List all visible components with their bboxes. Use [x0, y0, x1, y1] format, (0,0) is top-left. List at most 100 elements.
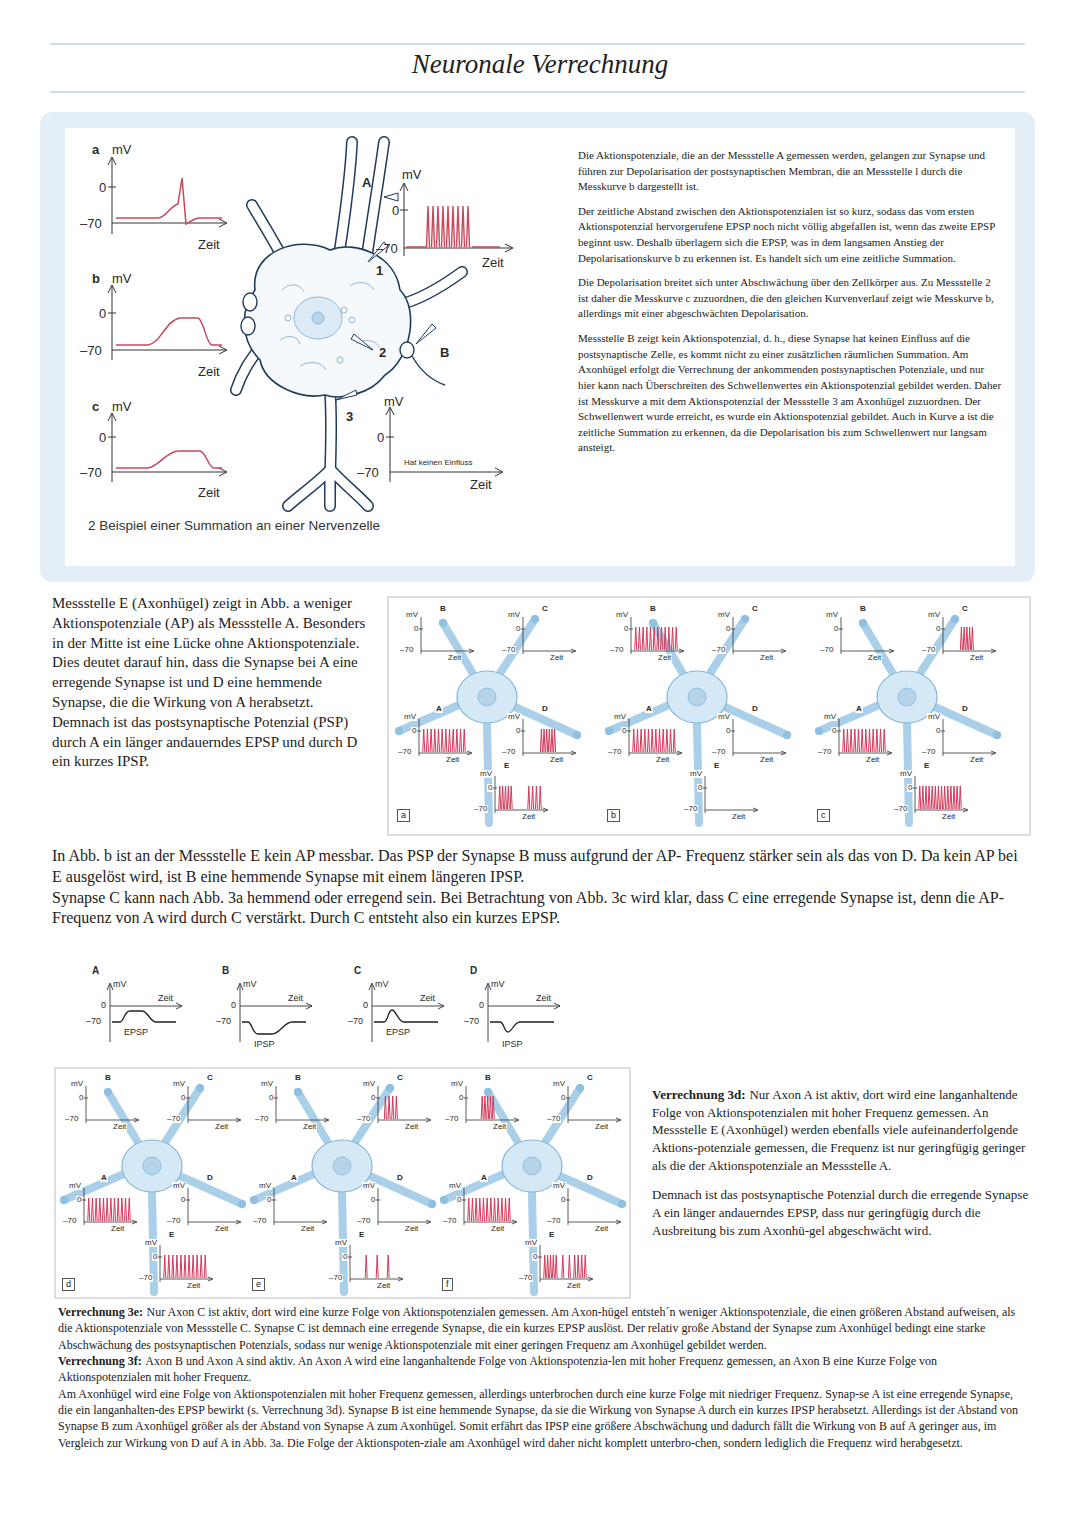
- axis-unit: mV: [375, 980, 389, 989]
- electrode-letter: B: [439, 605, 447, 613]
- axis: [376, 1086, 430, 1123]
- axis-value: 0: [621, 727, 627, 735]
- axis-arrow: [781, 649, 786, 653]
- paragraph: Verrechnung 3e:Nur Axon C ist aktiv, dor…: [58, 1304, 1026, 1353]
- neuron-outline: [236, 142, 462, 506]
- electrode-letter: C: [751, 605, 759, 613]
- paragraph-heading: Verrechnung 3f:: [58, 1354, 142, 1368]
- axis-value: 0: [515, 727, 521, 735]
- dendrite: [338, 142, 352, 262]
- axis-unit: mV: [899, 770, 913, 778]
- axis-value: –70: [442, 1217, 457, 1225]
- synapse-knob: [531, 615, 539, 623]
- axis-arrow: [616, 1118, 621, 1122]
- axis-value: –70: [893, 805, 908, 813]
- axis-value: –70: [356, 1217, 371, 1225]
- electrode-letter: C: [541, 605, 549, 613]
- axis: [566, 1086, 620, 1123]
- neurite: [819, 705, 879, 731]
- neurite: [609, 705, 669, 731]
- graph-letter: D: [470, 966, 477, 976]
- dendrite: [398, 272, 462, 305]
- axis-value: 0: [266, 1196, 272, 1204]
- axis-unit: mV: [927, 713, 941, 721]
- axis-value: –70: [64, 1115, 79, 1123]
- graph-letter: A: [92, 966, 99, 976]
- axis-value: –70: [357, 466, 379, 479]
- axis-unit: mV: [112, 143, 132, 156]
- axis: [462, 1188, 516, 1225]
- electrode-letter: B: [104, 1074, 112, 1082]
- electrode-letter: A: [100, 1174, 108, 1182]
- axis-value: 0: [377, 431, 384, 444]
- paragraph: Der zeitliche Abstand zwischen den Aktio…: [578, 204, 1002, 266]
- axis-value: 0: [76, 1196, 82, 1204]
- axis-title: Zeit: [288, 994, 303, 1003]
- spike-trace: [88, 1198, 130, 1221]
- axon: [412, 356, 445, 385]
- axis: [186, 1188, 240, 1225]
- axis-value: 0: [697, 784, 703, 792]
- spike-trace: [481, 1096, 494, 1119]
- axon: [288, 470, 330, 506]
- text-block: Messstelle E (Axonhügel) zeigt in Abb. a…: [52, 594, 374, 772]
- axis-title: Zeit: [549, 756, 564, 764]
- axis: [419, 617, 473, 654]
- axis: [731, 719, 785, 756]
- synapse-knob: [440, 1196, 448, 1204]
- graph-note: Hat keinen Einfluss: [404, 459, 472, 467]
- neurite: [444, 1174, 504, 1200]
- axis: [237, 983, 312, 1042]
- spike-trace: [365, 1255, 389, 1278]
- neurite: [164, 1088, 200, 1144]
- electrode-letter: D: [396, 1174, 404, 1182]
- axis: [538, 1245, 592, 1282]
- synapse-knob: [238, 1200, 246, 1208]
- axis-value: 0: [560, 1094, 566, 1102]
- synapse-knob: [484, 1088, 492, 1096]
- electrode-letter: C: [586, 1074, 594, 1082]
- axis-title: Zeit: [492, 1123, 507, 1131]
- axis-arrow: [543, 808, 548, 812]
- axis-arrow: [322, 1220, 327, 1224]
- spike-trace: [540, 729, 555, 752]
- axis: [107, 983, 182, 1042]
- axis-unit: mV: [825, 611, 839, 619]
- neurite: [254, 1174, 314, 1200]
- synapse-knob: [815, 727, 823, 735]
- axis-unit: mV: [172, 1080, 186, 1088]
- panel-letter: d: [66, 1279, 71, 1289]
- axis-arrow: [991, 649, 996, 653]
- text-block: Verrechnung 3d:Nur Axon A ist aktiv, dor…: [652, 1086, 1030, 1239]
- axis-arrow: [781, 751, 786, 755]
- axis: [629, 617, 683, 654]
- mini-neuron-panel: [250, 1084, 436, 1292]
- er: [280, 283, 380, 370]
- axis-unit: mV: [70, 1080, 84, 1088]
- paragraph-heading: Verrechnung 3e:: [58, 1305, 143, 1319]
- axis-title: Zeit: [376, 1282, 391, 1290]
- axis-unit: mV: [552, 1080, 566, 1088]
- nucleus: [523, 1157, 541, 1175]
- spike-trace: [635, 627, 677, 650]
- axis-arrow: [426, 1118, 431, 1122]
- axis-title: Zeit: [657, 654, 672, 662]
- axis-value: –70: [518, 1274, 533, 1282]
- axon: [330, 390, 331, 506]
- axis-arrow: [469, 649, 474, 653]
- axis: [521, 719, 575, 756]
- panel-letter-box: c: [817, 809, 830, 822]
- potential-type: IPSP: [502, 1040, 523, 1049]
- graph-letter: C: [354, 966, 361, 976]
- synapse-knob: [993, 731, 1001, 739]
- axis-value: –70: [328, 1274, 343, 1282]
- synapse-knob: [386, 1084, 394, 1092]
- axis-value: –70: [348, 1017, 363, 1026]
- vesicle: [285, 315, 291, 321]
- axis-value: 0: [411, 727, 417, 735]
- axis-value: 0: [479, 1001, 484, 1010]
- paragraph: Demnach ist das postsynaptische Potenzia…: [652, 1187, 1028, 1237]
- nucleus: [478, 688, 496, 706]
- axis-value: –70: [819, 646, 834, 654]
- axis-arrow: [514, 1118, 519, 1122]
